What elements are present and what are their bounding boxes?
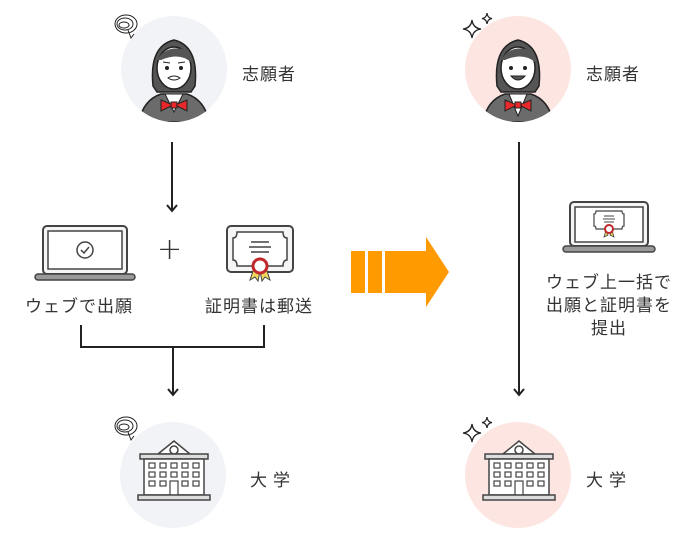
laptop-certificate-icon (562, 201, 656, 253)
arrow-head-icon (513, 388, 525, 397)
student-happy-icon (482, 39, 554, 122)
web-apply-label: ウェブで出願 (25, 297, 133, 317)
university-label-before: 大学 (250, 471, 296, 491)
school-building-icon (482, 440, 556, 501)
web-submit-line: ウェブ上一括で (546, 273, 672, 293)
school-building-icon (137, 440, 211, 501)
right-arrow-icon (351, 237, 449, 307)
sparkle-icon (462, 416, 493, 443)
plus-sign: + (157, 232, 184, 267)
laptop-check-icon (34, 225, 136, 281)
arrow-head-icon (167, 388, 179, 397)
connector-line (263, 325, 265, 348)
connector-line (172, 346, 174, 394)
web-submit-label: ウェブ上一括で 出願と証明書を 提出 (541, 272, 677, 341)
arrow-head-icon (166, 204, 178, 213)
applicant-label-before: 志願者 (242, 65, 296, 85)
web-submit-line: 提出 (591, 319, 627, 339)
university-label-after: 大学 (586, 471, 632, 491)
worry-scribble-icon (114, 416, 138, 442)
certificate-icon (226, 225, 294, 283)
connector-line (171, 142, 173, 210)
connector-line (80, 325, 82, 348)
applicant-label-after: 志願者 (586, 65, 640, 85)
connector-line (518, 142, 520, 394)
worry-scribble-icon (114, 14, 138, 40)
certificate-mail-label: 証明書は郵送 (205, 297, 313, 317)
web-submit-line: 出願と証明書を (546, 296, 672, 316)
sparkle-icon (462, 12, 493, 39)
student-worried-icon (138, 39, 210, 122)
